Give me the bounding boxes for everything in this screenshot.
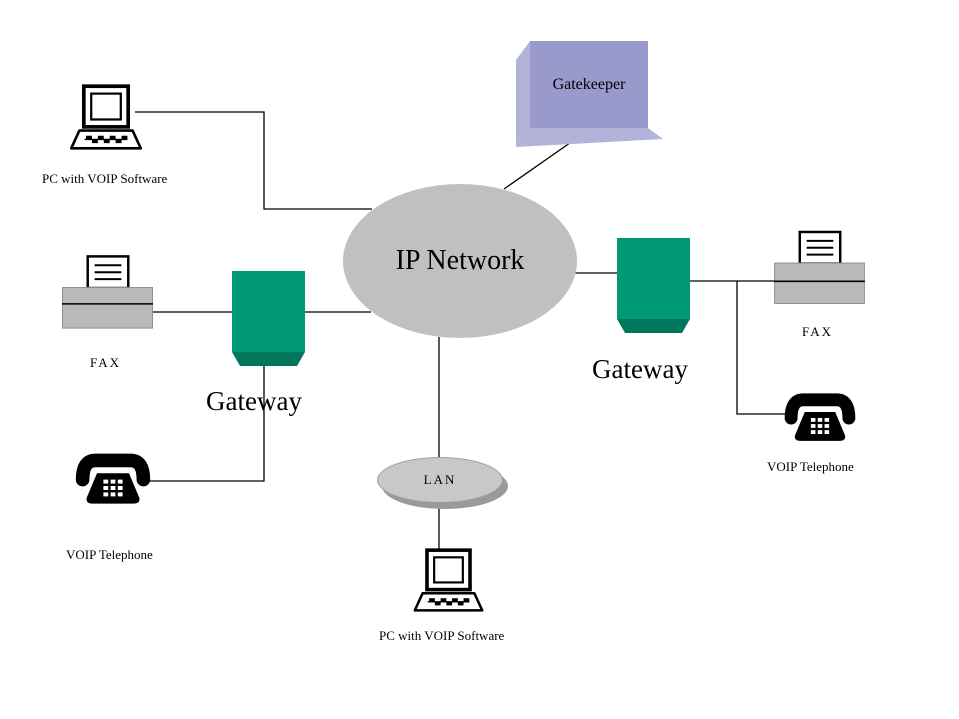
fax-icon [62, 255, 153, 329]
fax-body [774, 262, 865, 304]
fax-icon [774, 230, 865, 304]
fax-left-label: FAX [90, 355, 122, 370]
fax-sheet-lines [806, 239, 834, 256]
phone-left-label: VOIP Telephone [66, 547, 153, 562]
link-gateway-right-to-phone [736, 281, 791, 415]
gatekeeper-left-face [516, 41, 530, 147]
laptop-icon [413, 548, 484, 612]
connector-group [135, 111, 791, 551]
fax-body [62, 287, 153, 329]
link-gatekeeper-to-network [503, 137, 578, 190]
gateway-right-icon [617, 238, 690, 333]
ip-network-label: IP Network [395, 245, 525, 276]
gatekeeper-label: Gatekeeper [552, 75, 626, 93]
pc-top-label: PC with VOIP Software [42, 171, 168, 186]
link-pc-top-to-network [135, 111, 372, 210]
laptop-keys [86, 135, 128, 144]
laptop-icon [69, 84, 143, 150]
lan-ellipse [377, 457, 503, 503]
laptop-keys [429, 598, 470, 606]
gateway-base [617, 319, 690, 333]
gateway-left-icon [232, 271, 305, 366]
telephone-icon [75, 453, 151, 504]
fax-right-label: FAX [802, 324, 834, 339]
lan-label: LAN [423, 472, 457, 487]
gateway-left-label: Gateway [206, 386, 302, 416]
gatekeeper-bottom-face [516, 128, 663, 147]
gatekeeper-front-face [530, 41, 648, 128]
telephone-icon [784, 393, 856, 441]
phone-right-label: VOIP Telephone [767, 459, 854, 474]
gatekeeper-box-icon [516, 41, 663, 147]
fax-sheet-lines [94, 264, 122, 281]
gateway-base [232, 352, 305, 366]
gateway-right-label: Gateway [592, 354, 688, 384]
link-gateway-left-to-phone [150, 366, 265, 482]
phone-keypad [810, 418, 830, 434]
gateway-body [232, 271, 305, 352]
gateway-body [617, 238, 690, 319]
ip-network-ellipse [343, 184, 577, 338]
pc-bottom-label: PC with VOIP Software [379, 628, 505, 643]
phone-keypad [103, 479, 123, 497]
